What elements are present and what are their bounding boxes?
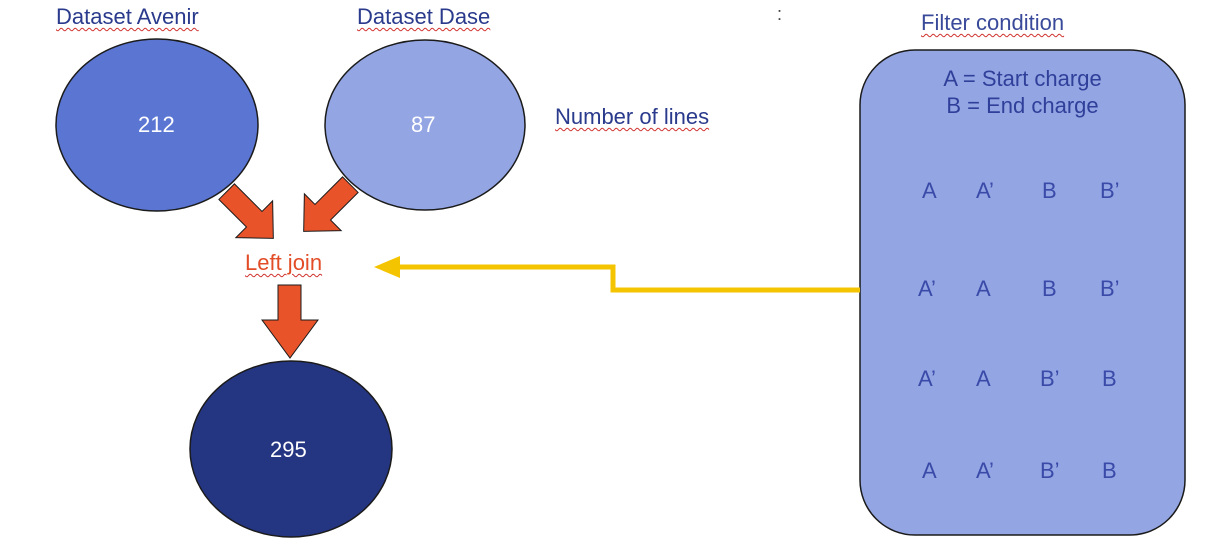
filter-condition-title-text: Filter condition xyxy=(921,10,1065,35)
filter-cell: B’ xyxy=(1040,366,1060,391)
dase-arrow xyxy=(303,176,359,232)
number-of-lines-label: Number of lines xyxy=(555,104,710,129)
filter-cell: B xyxy=(1102,366,1117,391)
avenir-count: 212 xyxy=(138,112,175,137)
filter-definitions: A = Start charge B = End charge xyxy=(860,65,1185,119)
filter-panel xyxy=(859,49,1186,536)
filter-cell: B xyxy=(1042,276,1057,301)
join-down-arrow xyxy=(261,284,319,359)
filter-cell: B’ xyxy=(1100,276,1120,301)
filter-cell: B’ xyxy=(1100,178,1120,203)
dataset-avenir-title: Dataset Avenir xyxy=(56,4,199,29)
filter-cell: B’ xyxy=(1040,458,1060,483)
result-count: 295 xyxy=(270,437,307,462)
definition-b: B = End charge xyxy=(946,93,1099,118)
filter-cell: A’ xyxy=(976,178,994,203)
colon-mark: : xyxy=(777,4,783,24)
filter-cell: A xyxy=(976,366,991,391)
filter-cell: A xyxy=(976,276,991,301)
filter-cell: A’ xyxy=(918,276,936,301)
filter-condition-title: Filter condition xyxy=(921,10,1064,36)
avenir-circle xyxy=(55,38,259,212)
dase-circle xyxy=(324,39,526,211)
definition-a: A = Start charge xyxy=(943,66,1102,91)
filter-connector-arrowhead xyxy=(374,256,400,278)
dataset-dase-title: Dataset Dase xyxy=(357,4,491,29)
filter-cell: A xyxy=(922,458,937,483)
filter-cell: A’ xyxy=(918,366,936,391)
filter-cell: A’ xyxy=(976,458,994,483)
avenir-arrow xyxy=(218,183,274,239)
result-circle xyxy=(189,360,393,538)
filter-cell: A xyxy=(922,178,937,203)
filter-connector-line xyxy=(396,264,860,293)
filter-cell: B xyxy=(1102,458,1117,483)
left-join-label: Left join xyxy=(245,250,323,275)
dase-count: 87 xyxy=(411,112,436,137)
filter-cell: B xyxy=(1042,178,1057,203)
